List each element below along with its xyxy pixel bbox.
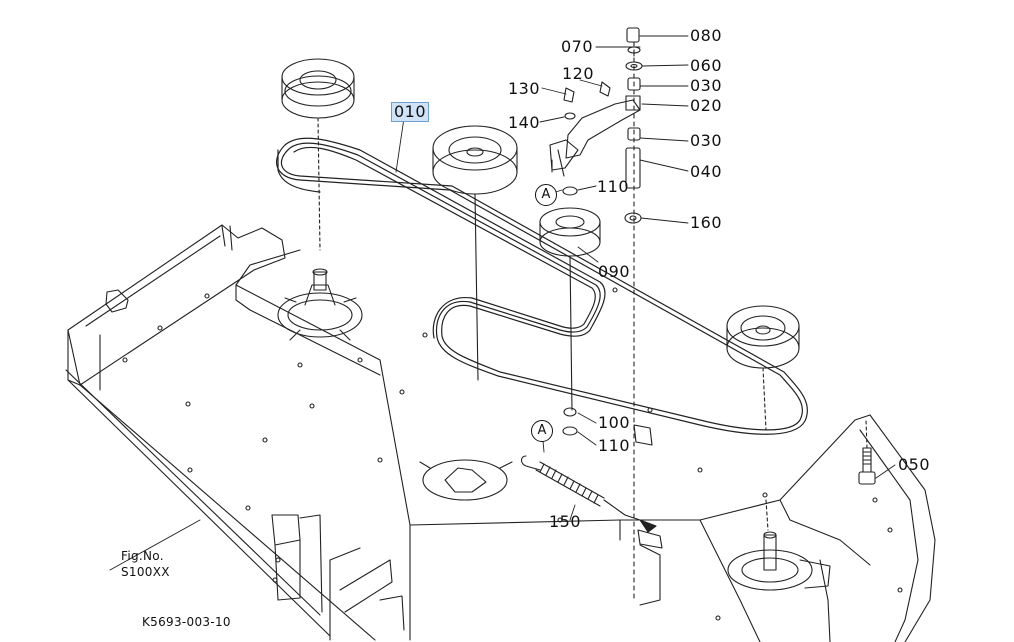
center-spindle bbox=[419, 459, 513, 501]
part-label-040[interactable]: 040 bbox=[690, 162, 723, 181]
part-label-010[interactable]: 010 bbox=[391, 102, 430, 122]
reference-mark-a-lower: A bbox=[531, 420, 553, 442]
leader-lines bbox=[109, 35, 896, 571]
part-label-070[interactable]: 070 bbox=[561, 37, 594, 56]
part-label-130[interactable]: 130 bbox=[508, 79, 541, 98]
part-label-160[interactable]: 160 bbox=[690, 213, 723, 232]
right-spindle bbox=[727, 531, 831, 591]
drawing-code: K5693-003-10 bbox=[142, 615, 231, 629]
reference-mark-a-upper: A bbox=[535, 184, 557, 206]
part-label-090[interactable]: 090 bbox=[598, 262, 631, 281]
part-label-110-upper[interactable]: 110 bbox=[597, 177, 630, 196]
bolt-050 bbox=[858, 419, 876, 485]
part-label-140[interactable]: 140 bbox=[508, 113, 541, 132]
part-label-050[interactable]: 050 bbox=[898, 455, 931, 474]
part-label-030-upper[interactable]: 030 bbox=[690, 76, 723, 95]
v-belt bbox=[276, 137, 808, 435]
part-label-100[interactable]: 100 bbox=[598, 413, 631, 432]
left-spindle bbox=[277, 268, 363, 341]
part-label-030-lower[interactable]: 030 bbox=[690, 131, 723, 150]
part-label-150[interactable]: 150 bbox=[549, 512, 582, 531]
center-pulley bbox=[432, 125, 518, 381]
deck-frame bbox=[65, 224, 936, 642]
deck-holes bbox=[122, 287, 903, 621]
fig-no-label: Fig.No. bbox=[121, 549, 164, 563]
left-pulley bbox=[281, 58, 355, 251]
tension-spring bbox=[520, 455, 657, 533]
part-label-080[interactable]: 080 bbox=[690, 26, 723, 45]
mount-bracket bbox=[633, 424, 663, 549]
part-label-110-lower[interactable]: 110 bbox=[598, 436, 631, 455]
idler-pulley bbox=[539, 207, 601, 411]
tension-arm bbox=[549, 95, 641, 177]
part-label-060[interactable]: 060 bbox=[690, 56, 723, 75]
part-label-020[interactable]: 020 bbox=[690, 96, 723, 115]
part-label-120[interactable]: 120 bbox=[562, 64, 595, 83]
right-pulley bbox=[726, 305, 800, 531]
fig-no-value: S100XX bbox=[121, 565, 170, 579]
